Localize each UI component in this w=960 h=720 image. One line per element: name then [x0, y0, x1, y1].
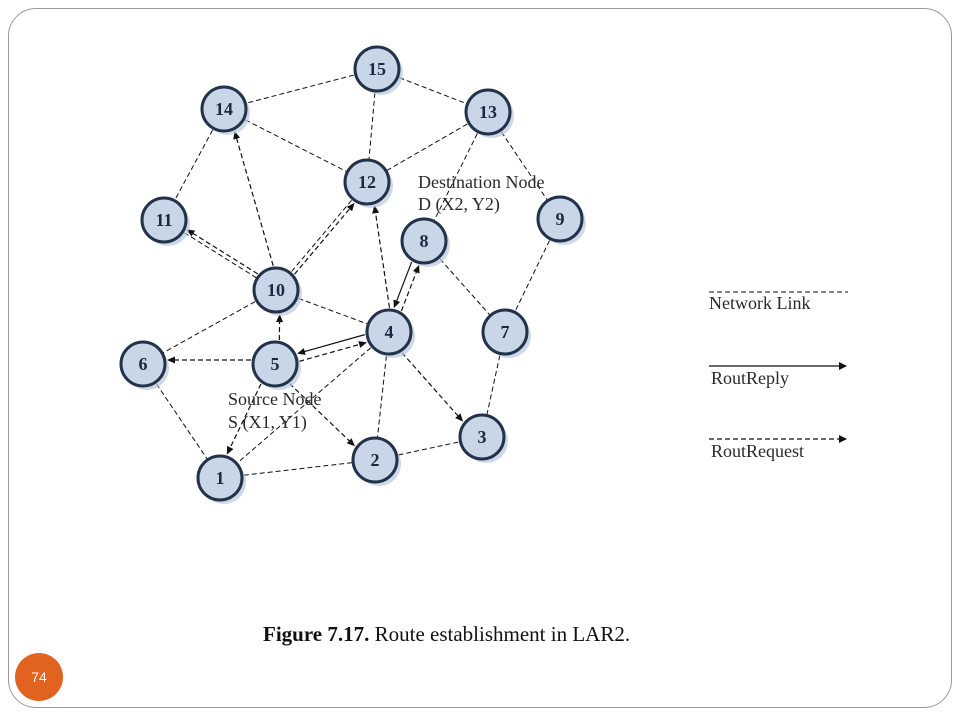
node-13: 13	[464, 88, 514, 138]
node-label: 5	[271, 354, 280, 374]
node-12: 12	[343, 158, 393, 208]
node-circle	[119, 340, 167, 388]
destination-node-coords: D (X2, Y2)	[418, 194, 500, 215]
node-circle	[140, 196, 188, 244]
node-label: 4	[385, 322, 394, 342]
node-circle	[464, 88, 512, 136]
route-request-arrows	[167, 130, 464, 455]
route-reply-arrows	[297, 261, 413, 355]
node-1: 1	[196, 454, 246, 504]
route-request-10-14	[233, 130, 274, 266]
node-label: 1	[216, 468, 225, 488]
figure-number: Figure 7.17.	[263, 622, 370, 646]
node-label: 13	[479, 102, 497, 122]
legend-network-link-label: Network Link	[709, 293, 810, 313]
node-circle	[536, 195, 584, 243]
node-8: 8	[400, 217, 450, 267]
route-request-4-12	[372, 205, 391, 308]
node-circle	[351, 436, 399, 484]
node-circle	[196, 454, 244, 502]
node-circle	[252, 266, 300, 314]
route-request-5-4	[299, 341, 367, 362]
source-node-label: Source Node	[228, 389, 321, 409]
route-reply-4-5	[297, 334, 365, 355]
node-label: 12	[358, 172, 376, 192]
node-4: 4	[365, 308, 415, 358]
node-label: 10	[267, 280, 285, 300]
destination-node-label: Destination Node	[418, 172, 544, 192]
node-15: 15	[353, 45, 403, 95]
node-2: 2	[351, 436, 401, 486]
node-3: 3	[458, 413, 508, 463]
route-request-10-11	[186, 229, 259, 275]
node-circle	[200, 85, 248, 133]
page-number-badge: 74	[15, 653, 63, 701]
node-label: 11	[155, 210, 172, 230]
route-request-4-3	[401, 352, 464, 422]
network-link-11-10	[163, 219, 277, 291]
node-6: 6	[119, 340, 169, 390]
network-link-1-2	[219, 459, 376, 479]
node-label: 15	[368, 59, 386, 79]
figure-caption-text: Route establishment in LAR2.	[374, 622, 631, 646]
route-request-5-2	[289, 383, 355, 447]
page-number: 74	[31, 669, 47, 685]
node-label: 14	[215, 99, 233, 119]
route-request-10-12	[294, 202, 355, 275]
node-circle	[400, 217, 448, 265]
node-label: 7	[501, 322, 510, 342]
node-14: 14	[200, 85, 250, 135]
node-circle	[365, 308, 413, 356]
node-circle	[353, 45, 401, 93]
node-label: 2	[371, 450, 380, 470]
node-circle	[458, 413, 506, 461]
route-request-5-10	[276, 314, 284, 341]
network-link-13-8	[423, 111, 489, 242]
node-10: 10	[252, 266, 302, 316]
legend-rout-reply-label: RoutReply	[711, 368, 789, 388]
node-5: 5	[251, 340, 301, 390]
node-circle	[343, 158, 391, 206]
legend: Network Link RoutReply RoutRequest	[709, 291, 848, 461]
node-label: 8	[420, 231, 429, 251]
node-label: 9	[556, 209, 565, 229]
node-circle	[481, 308, 529, 356]
legend-rout-request-label: RoutRequest	[711, 441, 804, 461]
node-label: 3	[478, 427, 487, 447]
figure-caption: Figure 7.17. Route establishment in LAR2…	[263, 622, 630, 647]
source-node-coords: S (X1, Y1)	[228, 412, 307, 433]
network-link-10-6	[142, 289, 277, 365]
node-11: 11	[140, 196, 190, 246]
route-request-4-8	[400, 264, 420, 312]
node-circle	[251, 340, 299, 388]
node-label: 6	[139, 354, 148, 374]
route-request-5-1	[226, 383, 262, 455]
route-reply-8-4	[393, 261, 413, 309]
node-7: 7	[481, 308, 531, 358]
network-link-15-14	[223, 68, 378, 110]
node-9: 9	[536, 195, 586, 245]
network-link-4-1	[219, 331, 390, 479]
route-request-5-6	[167, 356, 251, 364]
